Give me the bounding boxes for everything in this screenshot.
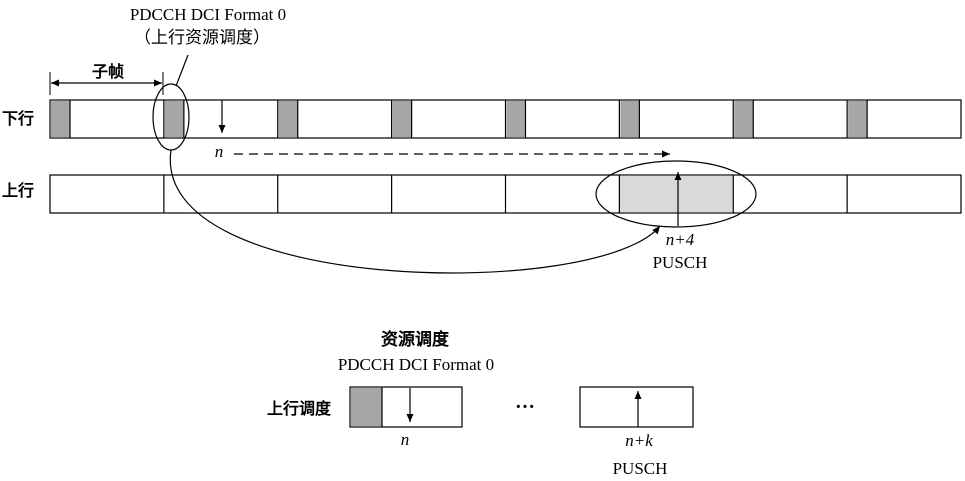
legend-title-line2: PDCCH DCI Format 0 bbox=[338, 355, 494, 374]
uplink-n4-label: n+4 bbox=[666, 230, 695, 249]
downlink-control-region bbox=[278, 101, 298, 137]
uplink-label: 上行 bbox=[2, 181, 34, 200]
top-title-line1: PDCCH DCI Format 0 bbox=[130, 5, 286, 24]
downlink-label: 下行 bbox=[2, 109, 34, 128]
grant-curve-arrow bbox=[169, 149, 661, 274]
downlink-row bbox=[49, 99, 962, 139]
legend-control-region bbox=[351, 388, 382, 426]
uplink-pusch-subframe bbox=[619, 175, 733, 213]
subframe-label: 子帧 bbox=[92, 62, 124, 81]
legend-nk-label: n+k bbox=[625, 431, 653, 450]
legend-subframe-nk bbox=[579, 386, 694, 428]
uplink-row bbox=[49, 174, 962, 214]
pdcch-callout-line bbox=[175, 54, 189, 87]
downlink-control-region bbox=[506, 101, 526, 137]
top-title-line2: （上行资源调度） bbox=[134, 28, 270, 48]
legend-ellipsis: ··· bbox=[515, 396, 535, 418]
legend-pusch-label: PUSCH bbox=[613, 459, 668, 478]
pusch-subframe-ellipse bbox=[595, 160, 757, 228]
downlink-control-region bbox=[734, 101, 754, 137]
downlink-control-region bbox=[848, 101, 868, 137]
legend-title-line1: 资源调度 bbox=[381, 329, 450, 350]
downlink-control-region bbox=[392, 101, 412, 137]
legend-n-label: n bbox=[401, 430, 410, 449]
downlink-control-region bbox=[164, 101, 184, 137]
downlink-n-label: n bbox=[215, 142, 224, 161]
downlink-control-region bbox=[51, 101, 70, 137]
downlink-control-region bbox=[620, 101, 640, 137]
legend-row-label: 上行调度 bbox=[267, 399, 332, 418]
uplink-pusch-label: PUSCH bbox=[653, 253, 708, 272]
